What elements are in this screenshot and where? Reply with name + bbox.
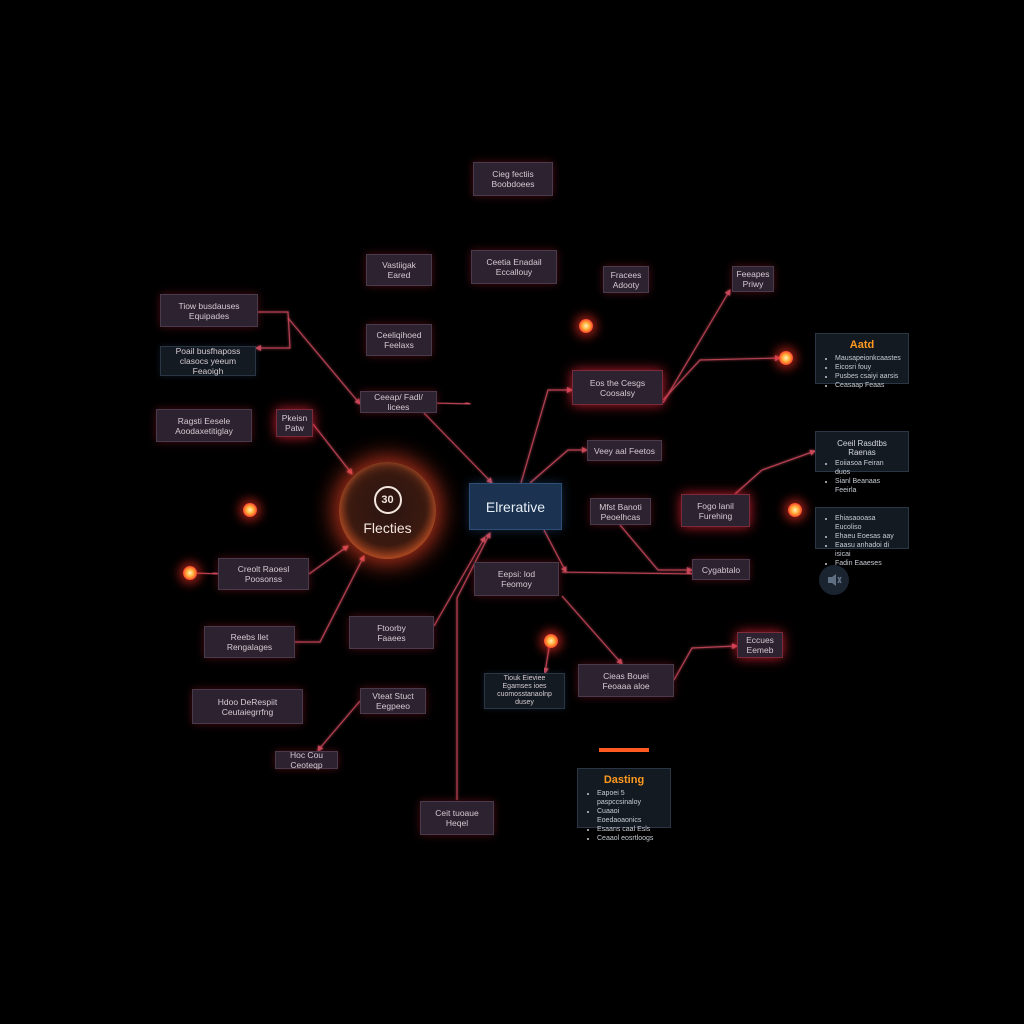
panel-list-item: Cuaaoi Eoedaoaonics — [597, 807, 661, 825]
panel-list-item: Ceasaap Feaas — [835, 381, 899, 390]
panel-list: Eoiiasoa Feiran duos Sianl Beanaas Feeir… — [825, 459, 899, 495]
orb-node[interactable]: 30 Flecties — [339, 462, 436, 559]
diagram-node[interactable]: Cygabtalo — [692, 559, 750, 580]
diagram-node[interactable]: Eepsi: lod Feomoy — [474, 562, 559, 596]
connector-edge — [312, 423, 353, 475]
connector-edge — [561, 570, 693, 577]
connector-edge — [287, 317, 361, 405]
diagram-node[interactable]: Fogo lanil Furehing — [681, 494, 750, 527]
diagram-node[interactable]: Ceit tuoaue Heqel — [420, 801, 494, 835]
connector-edge — [196, 570, 219, 577]
glow-dot — [183, 566, 197, 580]
diagram-node[interactable]: Ceetia Enadail Eccallouy — [471, 250, 557, 284]
connector-edge — [295, 555, 365, 643]
panel-list-item: Mausapeionkcaastes — [835, 354, 901, 363]
diagram-node[interactable]: Ragsti Eesele Aoodaxetitiglay — [156, 409, 252, 442]
panel-title: Dasting — [603, 774, 645, 786]
connector-edge — [561, 595, 623, 665]
panel-title: Aatd — [849, 339, 875, 351]
diagram-node[interactable]: Vastiigak Eared — [366, 254, 432, 286]
panel-list-item: Pusbes csaiyi aarsis — [835, 372, 899, 381]
connector-edge — [520, 387, 573, 484]
diagram-node[interactable]: Ceeap/ Fadl/ licees — [360, 391, 437, 413]
connector-edge — [734, 449, 816, 495]
diagram-node[interactable]: Ceeliqihoed Feelaxs — [366, 324, 432, 356]
glow-dot — [243, 503, 257, 517]
hub-node[interactable]: Elrerative — [469, 483, 562, 530]
connector-edge — [662, 289, 731, 404]
orb-glyph-icon: 30 — [373, 485, 402, 514]
diagram-node[interactable]: Cieas Bouei Feoaaa aloe — [578, 664, 674, 697]
panel-list-item: Ceaaol eosrtloogs — [597, 834, 661, 843]
diagram-node[interactable]: Creolt Raoesl Poosonss — [218, 558, 309, 590]
panel-title: Ceeil Rasdtbs Raenas — [837, 439, 887, 457]
panel-list-item: Sianl Beanaas Feeirla — [835, 477, 899, 495]
panel-list-item: Eoiiasoa Feiran duos — [835, 459, 899, 477]
diagram-node[interactable]: Eccues Eemeb — [737, 632, 783, 658]
connector-edge — [543, 529, 567, 573]
diagram-node[interactable]: Vteat Stuct Eegpeeo — [360, 688, 426, 714]
connector-edge — [529, 447, 588, 484]
diagram-node[interactable]: Cieg fectiis Boobdoees — [473, 162, 553, 196]
chat-mute-icon[interactable] — [819, 565, 849, 595]
connector-edge — [423, 412, 493, 484]
panel-list-item: Eapoei 5 paspccsinaloy — [597, 789, 661, 807]
connector-edge — [456, 532, 491, 800]
connector-edge — [255, 311, 291, 351]
connector-edge — [433, 536, 486, 627]
chat-mute-icon-glyph — [828, 574, 842, 586]
panel-list-item: Eicosri fouy — [835, 363, 899, 372]
connector-edge — [619, 524, 693, 573]
diagram-node[interactable]: Ftoorby Faaees — [349, 616, 434, 649]
glow-dot — [788, 503, 802, 517]
diagram-node[interactable]: Mfst Banoti Peoelhcas — [590, 498, 651, 525]
connector-edge — [436, 400, 471, 407]
diagram-node[interactable]: Pkeisn Patw — [276, 409, 313, 437]
diagram-node[interactable]: Hdoo DeRespiit Ceutaiegrrfng — [192, 689, 303, 724]
info-panel-aatd: Aatd Mausapeionkcaastes Eicosri fouy Pus… — [815, 333, 909, 389]
panel-list: Eapoei 5 paspccsinaloy Cuaaoi Eoedaoaoni… — [587, 789, 661, 843]
diagram-node[interactable]: Veey aal Feetos — [587, 440, 662, 461]
diagram-node[interactable]: Feeapes Priwy — [732, 266, 774, 292]
panel-list-item: Ehaeu Eoesas aay — [835, 532, 899, 541]
panel-list-item: Esaans caal Esls — [597, 825, 661, 834]
info-panel-dasting: Dasting Eapoei 5 paspccsinaloy Cuaaoi Eo… — [577, 768, 671, 842]
connector-edge — [317, 700, 361, 752]
panel-list: Mausapeionkcaastes Eicosri fouy Pusbes c… — [825, 354, 901, 390]
connector-edge — [673, 643, 738, 681]
panel-list-item: Fadin Eaaeses — [835, 559, 899, 568]
info-panel-list: Ehiasaooasa Eucoliso Ehaeu Eoesas aay Ea… — [815, 507, 909, 567]
accent-bar — [599, 748, 649, 752]
diagram-node[interactable]: Fracees Adooty — [603, 266, 649, 293]
diagram-node[interactable]: Reebs llet Rengalages — [204, 626, 295, 658]
glow-dot — [779, 351, 793, 365]
panel-list: Ehiasaooasa Eucoliso Ehaeu Eoesas aay Ea… — [825, 514, 899, 568]
diagram-node[interactable]: Poail busfhaposs clasocs yeeum Feaoigh — [160, 346, 256, 376]
diagram-node[interactable]: Tiow busdauses Equipades — [160, 294, 258, 327]
glow-dot — [544, 634, 558, 648]
panel-list-item: Eaasu anhadoi di isicai — [835, 541, 899, 559]
orb-label: Flecties — [363, 519, 412, 536]
connector-edge — [662, 355, 781, 401]
glow-dot — [579, 319, 593, 333]
diagram-node[interactable]: Hoc Cou Ceoteqp — [275, 750, 338, 770]
diagram-node[interactable]: Tiouk Eieviee Egamses ioes cuomosstanaol… — [484, 673, 565, 709]
connector-edge — [308, 545, 349, 575]
info-panel-ceeil: Ceeil Rasdtbs Raenas Eoiiasoa Feiran duo… — [815, 431, 909, 494]
diagram-node[interactable]: Eos the Cesgs Coosalsy — [572, 370, 663, 405]
panel-list-item: Ehiasaooasa Eucoliso — [835, 514, 899, 532]
